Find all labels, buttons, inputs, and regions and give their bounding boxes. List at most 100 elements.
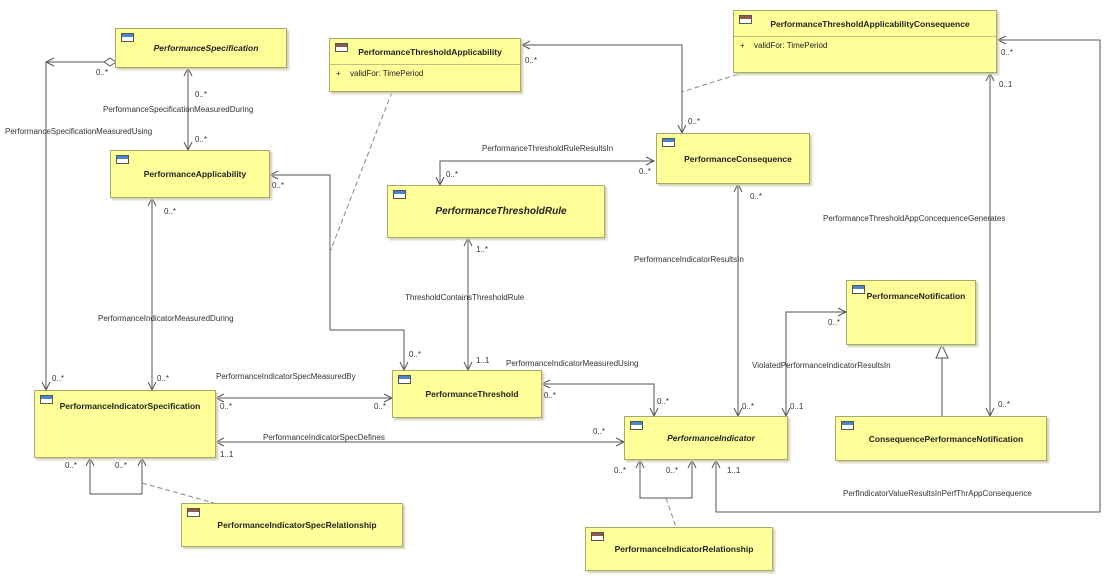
class-name: PerformanceApplicability [143, 169, 247, 179]
arrowhead [985, 71, 995, 82]
association-class-icon [187, 508, 200, 517]
attribute-row: +validFor: TimePeriod [336, 69, 424, 78]
multiplicity-label: 0..* [195, 90, 208, 99]
class-consequence-performance-notification[interactable]: ConsequencePerformanceNotification [835, 416, 1047, 461]
class-performance-notification[interactable]: PerformanceNotification [846, 280, 976, 345]
arrowhead [214, 393, 225, 403]
association-label: PerformanceIndicatorMeasuredUsing [506, 359, 639, 368]
class-name: PerformanceSpecification [153, 43, 259, 53]
association-label: PerformanceIndicatorMeasuredDuring [98, 314, 234, 323]
arrowhead [44, 57, 55, 67]
association-class-link [681, 71, 746, 93]
multiplicity-label: 0..* [657, 397, 670, 406]
association-label: PerformanceThresholdRuleResultsIn [482, 144, 614, 153]
multiplicity-label: 0..1 [999, 80, 1013, 89]
multiplicity-label: 0..* [1001, 48, 1014, 57]
class-name: ConsequencePerformanceNotification [868, 433, 1024, 444]
association-label: ThresholdContainsThresholdRule [405, 293, 525, 302]
multiplicity-label: 0..* [220, 402, 233, 411]
class-performance-threshold-applicability-consequence[interactable]: PerformanceThresholdApplicabilityConsequ… [733, 10, 997, 73]
class-icon [40, 395, 53, 404]
association-class-icon [335, 43, 348, 52]
connector-indicator-measured-using[interactable] [542, 383, 655, 416]
connector-thresholdapp-consequence[interactable] [522, 44, 683, 133]
multiplicity-label: 0..* [998, 400, 1011, 409]
multiplicity-label: 0..* [164, 207, 177, 216]
multiplicity-label: 0..* [544, 391, 557, 400]
generalization-triangle [935, 343, 949, 359]
connector-indicator-value-results-in[interactable] [715, 39, 1101, 513]
multiplicity-label: 0..* [446, 170, 459, 179]
multiplicity-label: 0..* [525, 56, 538, 65]
arrowhead [711, 458, 721, 469]
class-name: PerformanceIndicatorSpecification [59, 401, 201, 411]
arrowhead [733, 182, 743, 193]
connector-violated-indicator-results-in[interactable] [785, 311, 846, 416]
class-icon [662, 138, 675, 147]
arrowhead [85, 456, 95, 467]
multiplicity-label: 0..1 [790, 402, 804, 411]
class-icon [852, 285, 865, 294]
class-performance-indicator-relationship[interactable]: PerformanceIndicatorRelationship [585, 527, 773, 571]
multiplicity-label: 0..* [272, 181, 285, 190]
connector-spec-measured-using[interactable] [45, 61, 104, 390]
association-label: PerfIndicatorValueResultsInPerfThrAppCon… [843, 489, 1032, 498]
class-name: PerformanceThresholdApplicabilityConsequ… [734, 11, 996, 37]
multiplicity-label: 0..* [750, 192, 763, 201]
class-performance-applicability[interactable]: PerformanceApplicability [110, 150, 270, 198]
attribute-row: +validFor: TimePeriod [740, 41, 828, 50]
association-label: PerformanceSpecificationMeasuredUsing [5, 127, 153, 136]
multiplicity-label: 0..* [639, 167, 652, 176]
class-performance-indicator[interactable]: PerformanceIndicator [624, 416, 788, 460]
arrowhead [645, 156, 656, 166]
class-name: PerformanceConsequence [684, 153, 792, 164]
association-class-link [141, 482, 215, 504]
multiplicity-label: 0..* [195, 135, 208, 144]
class-performance-indicator-specification[interactable]: PerformanceIndicatorSpecification [34, 390, 216, 458]
class-performance-indicator-spec-relationship[interactable]: PerformanceIndicatorSpecRelationship [181, 503, 403, 547]
connector-indicator-spec-self-loop[interactable] [89, 458, 143, 495]
association-label: PerformanceIndicatorSpecMeasuredBy [216, 372, 356, 381]
arrowhead [214, 437, 225, 447]
arrowhead [540, 379, 551, 389]
association-class-icon [591, 532, 604, 541]
multiplicity-label: 1..1 [476, 356, 490, 365]
multiplicity-label: 0..* [593, 427, 606, 436]
class-icon [121, 33, 134, 42]
arrowhead [687, 458, 697, 469]
class-performance-consequence[interactable]: PerformanceConsequence [656, 133, 810, 184]
class-icon [116, 155, 129, 164]
multiplicity-label: 0..* [666, 466, 679, 475]
multiplicity-label: 0..* [96, 68, 109, 77]
class-name: PerformanceThreshold [425, 389, 519, 399]
multiplicity-label: 0..* [157, 374, 170, 383]
association-class-icon [739, 15, 752, 24]
association-label: PerformanceSpecificationMeasuredDuring [103, 105, 254, 114]
class-performance-specification[interactable]: PerformanceSpecification [115, 28, 287, 68]
class-icon [841, 421, 854, 430]
arrowhead [268, 170, 279, 180]
arrowhead [635, 458, 645, 469]
multiplicity-label: 0..* [115, 461, 128, 470]
class-icon [393, 190, 406, 199]
multiplicity-label: 0..* [65, 461, 78, 470]
association-label: PerformanceThresholdAppConcequenceGenera… [823, 214, 1006, 223]
arrowhead [463, 236, 473, 247]
class-performance-threshold-rule[interactable]: PerformanceThresholdRule [387, 185, 605, 238]
connector-applicability-threshold[interactable] [270, 174, 405, 370]
class-performance-threshold[interactable]: PerformanceThreshold [392, 370, 542, 418]
multiplicity-label: 1..* [476, 245, 489, 254]
association-label: PerformanceIndicatorSpecDefines [263, 433, 385, 442]
connector-threshold-rule-results-in[interactable] [439, 160, 654, 185]
association-label: PerformanceIndicatorResultsIn [634, 255, 744, 264]
multiplicity-label: 1..1 [220, 450, 234, 459]
class-performance-threshold-applicability[interactable]: PerformanceThresholdApplicability +valid… [329, 38, 521, 92]
class-icon [398, 375, 411, 384]
class-name: PerformanceIndicator [667, 433, 755, 443]
class-name: PerformanceIndicatorRelationship [614, 544, 754, 554]
multiplicity-label: 0..* [614, 466, 627, 475]
arrowhead [520, 40, 531, 50]
class-name: PerformanceThresholdRule [435, 206, 567, 217]
arrowhead [137, 456, 147, 467]
